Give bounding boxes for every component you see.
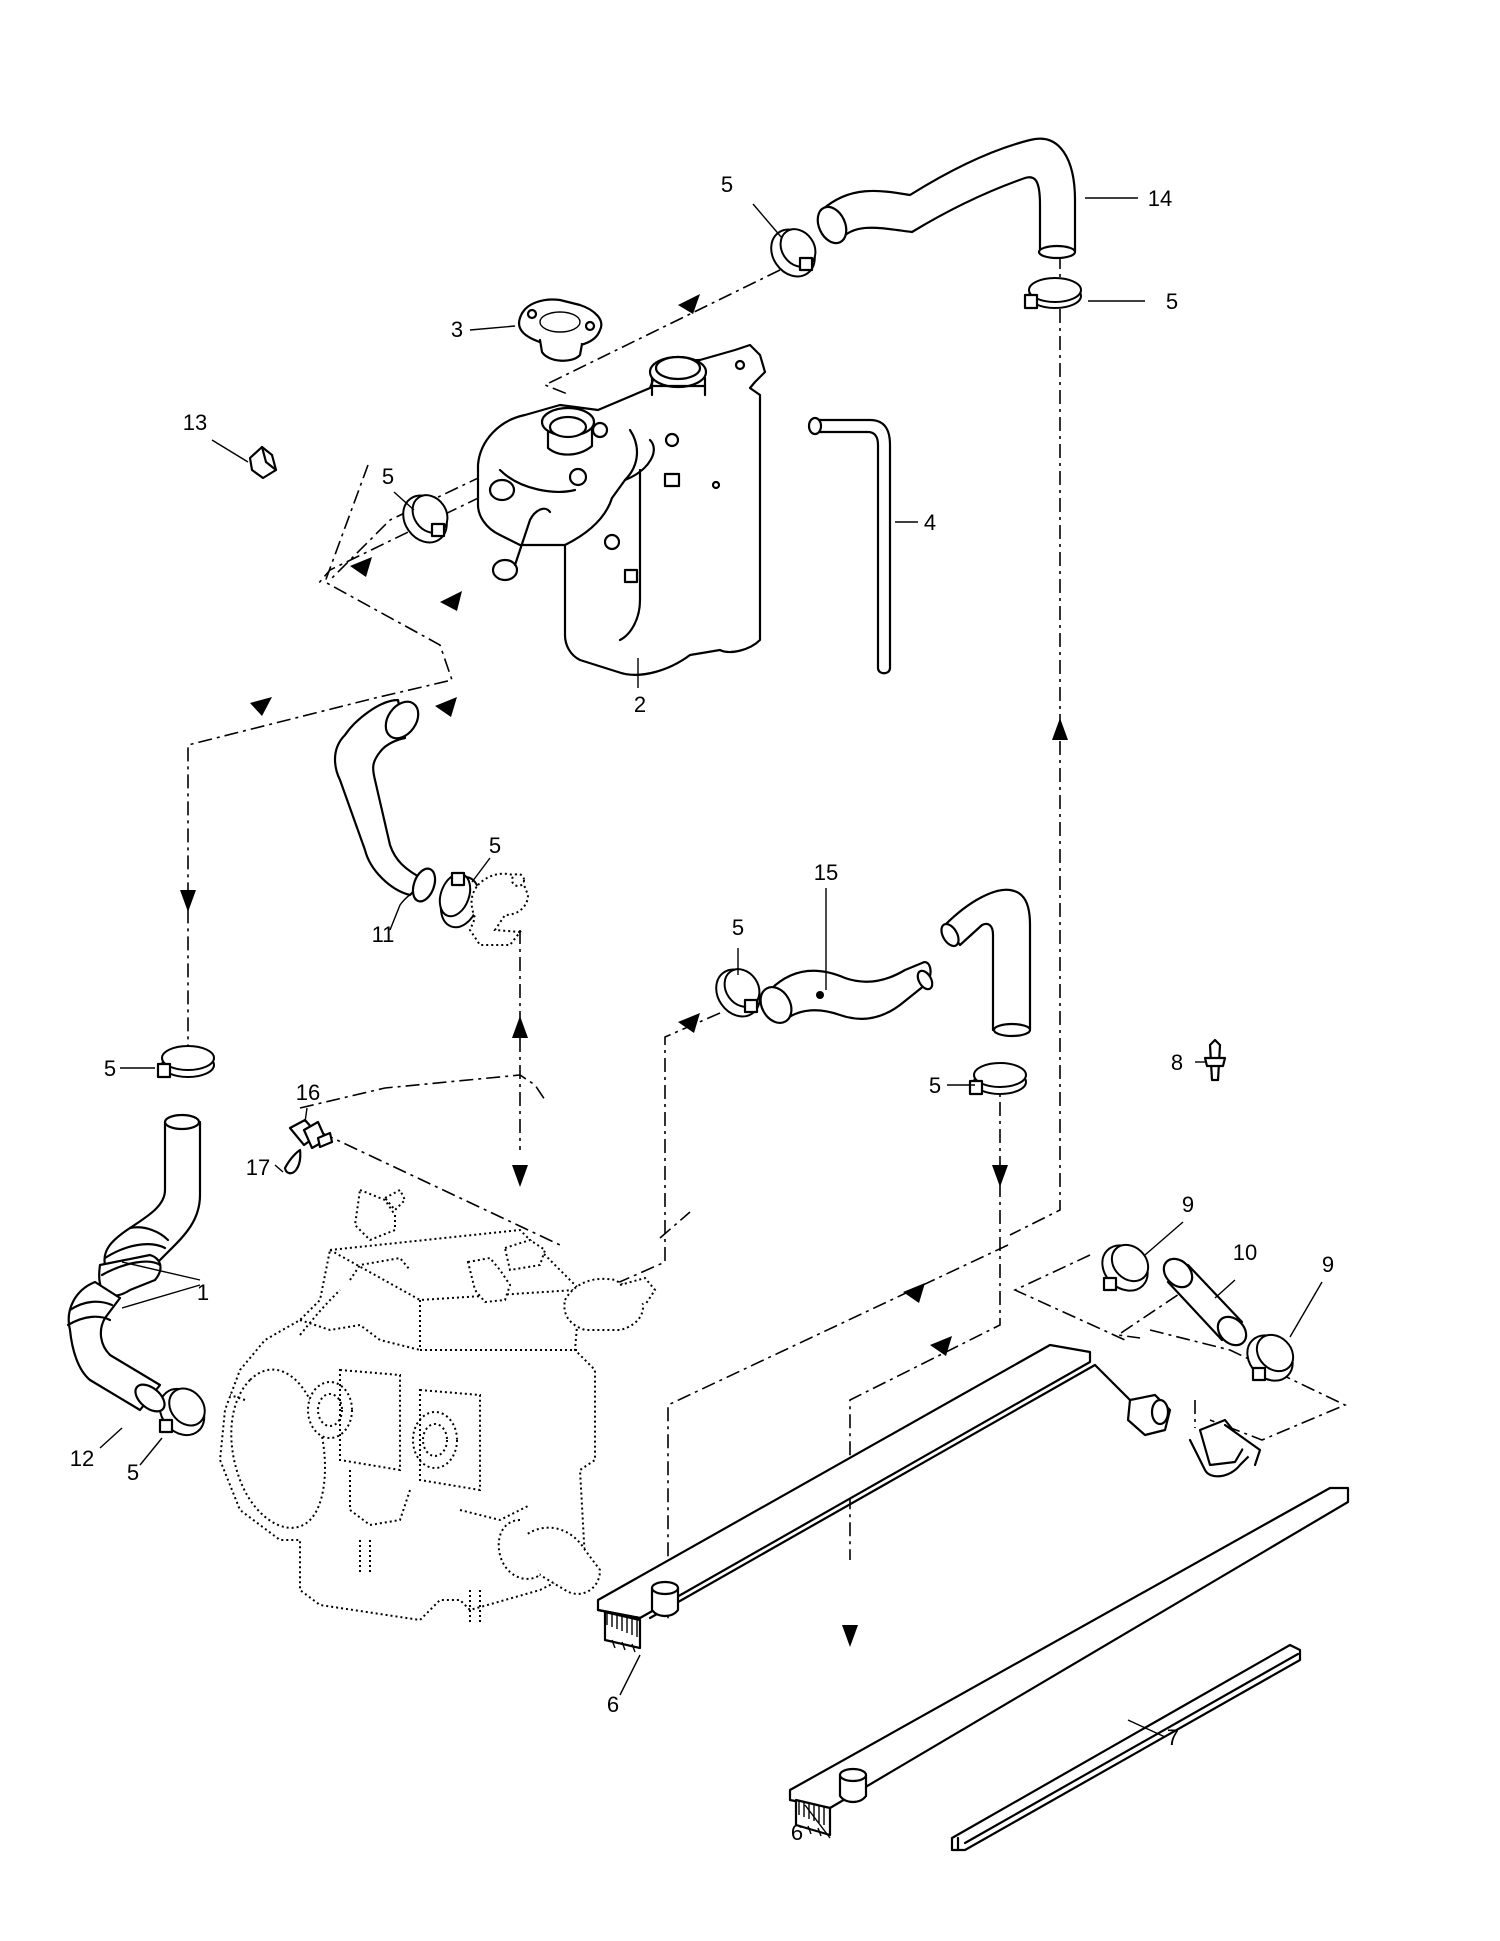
callout-5-hose11: 5 [489, 833, 501, 858]
engine-outlet-fittings [353, 1188, 657, 1331]
callout-16: 16 [296, 1080, 320, 1105]
callout-13: 13 [183, 410, 207, 435]
engine-block [218, 1228, 602, 1625]
hose-clamp-9-left[interactable] [1093, 1236, 1157, 1300]
radiator-cap-3[interactable] [517, 298, 603, 362]
hose-1[interactable] [98, 1113, 202, 1297]
rivet-8[interactable] [1203, 1038, 1227, 1082]
callout-2: 2 [634, 692, 646, 717]
overflow-hose-4[interactable] [807, 416, 892, 675]
clip-13[interactable] [248, 445, 278, 480]
hose-clamp-9-right[interactable] [1238, 1326, 1302, 1390]
hose-14[interactable] [812, 137, 1077, 260]
seal-strip-7[interactable] [950, 1643, 1302, 1852]
hose-clamp-5-lower-middle[interactable] [968, 1062, 1027, 1096]
hose-clamp-5-bottom-left[interactable] [151, 1380, 214, 1444]
flow-arrow [512, 1016, 528, 1038]
hose-clamp-5-top[interactable] [762, 221, 823, 285]
hose-clamp-5-left[interactable] [156, 1045, 215, 1079]
callout-17: 17 [246, 1155, 270, 1180]
callout-10: 10 [1233, 1240, 1257, 1265]
hose-clamp-5-tank[interactable] [394, 487, 455, 551]
callout-7: 7 [1167, 1725, 1179, 1750]
callout-5-lower-middle: 5 [929, 1073, 941, 1098]
callout-1: 1 [197, 1280, 209, 1305]
callout-9-left: 9 [1182, 1192, 1194, 1217]
hose-11[interactable] [333, 696, 439, 905]
callout-labels: 1 2 3 4 5 5 5 5 5 5 5 5 6 6 7 8 9 9 10 1… [70, 172, 1334, 1845]
callout-8: 8 [1171, 1050, 1183, 1075]
callout-5-right: 5 [1166, 289, 1178, 314]
hose-clamp-5-right[interactable] [1023, 277, 1082, 310]
callout-5-top: 5 [721, 172, 733, 197]
callout-11: 11 [372, 922, 395, 947]
callout-4: 4 [924, 510, 936, 535]
flow-arrow [992, 1165, 1008, 1187]
washer-17[interactable] [283, 1148, 302, 1175]
callout-15: 15 [814, 860, 838, 885]
callout-5-left: 5 [104, 1056, 116, 1081]
flow-arrow [435, 697, 457, 717]
callout-6-rear: 6 [607, 1692, 619, 1717]
callout-5-hose15: 5 [732, 915, 744, 940]
hose-clamp-5-hose11[interactable] [434, 870, 486, 933]
flow-arrow [678, 294, 700, 314]
flow-arrow [440, 591, 462, 611]
flow-arrow [180, 890, 196, 912]
callout-5-bottom-left: 5 [127, 1460, 139, 1485]
flow-arrow [842, 1625, 858, 1647]
hose-15[interactable] [754, 888, 1032, 1038]
callout-3: 3 [451, 317, 463, 342]
hose-clamp-5-hose15[interactable] [707, 961, 768, 1025]
flow-arrow [930, 1336, 952, 1356]
heat-exchanger-6-front[interactable] [788, 1418, 1350, 1837]
coolant-tank-2[interactable] [476, 343, 767, 676]
flow-arrow [250, 697, 272, 716]
callout-5-tank: 5 [382, 464, 394, 489]
coupling-hose-10[interactable] [1158, 1253, 1252, 1351]
hose-12[interactable] [66, 1280, 169, 1417]
callout-12: 12 [70, 1446, 94, 1471]
cooling-fins-rear [606, 1612, 638, 1653]
callout-9-right: 9 [1322, 1252, 1334, 1277]
callout-6-front: 6 [791, 1820, 803, 1845]
temperature-sender-16[interactable] [288, 1118, 334, 1150]
heat-exchanger-6-rear[interactable] [596, 1343, 1172, 1653]
flow-arrow [512, 1165, 528, 1187]
flow-arrow [350, 557, 372, 577]
callout-14: 14 [1148, 186, 1172, 211]
flow-arrow [903, 1283, 925, 1303]
thermostat-housing [468, 872, 530, 946]
flow-arrow [678, 1013, 700, 1033]
flow-arrow [1052, 718, 1068, 740]
leader-lines [99, 197, 1323, 1839]
